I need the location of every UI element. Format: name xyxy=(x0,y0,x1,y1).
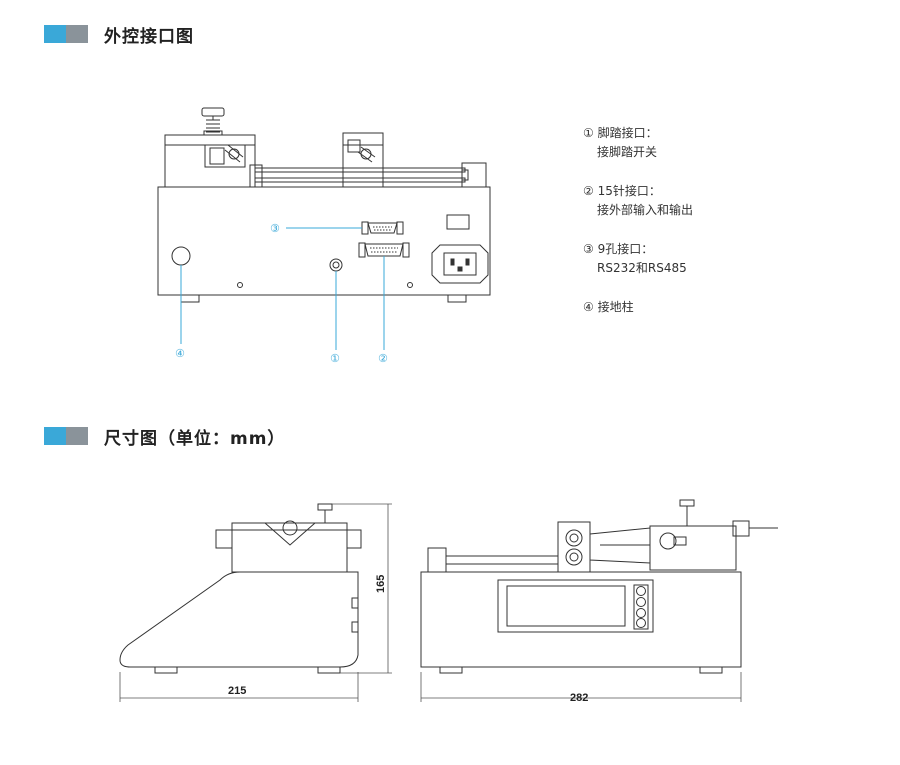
legend-title: 接地柱 xyxy=(597,300,634,314)
legend-num: ① xyxy=(583,126,594,140)
dimension-lines xyxy=(420,672,742,702)
front-view-drawing xyxy=(420,499,778,674)
callout-2: ② xyxy=(378,352,388,365)
dimension-depth: 215 xyxy=(228,685,246,697)
legend-desc: RS232和RS485 xyxy=(597,261,687,275)
callout-4: ④ xyxy=(175,347,185,360)
dimension-height: 165 xyxy=(375,575,387,593)
legend-title: 脚踏接口： xyxy=(597,126,658,140)
legend-desc: 接脚踏开关 xyxy=(597,145,658,159)
interface-legend: ① 脚踏接口： 接脚踏开关 ② 15针接口： 接外部输入和输出 ③ 9孔接口： … xyxy=(583,124,693,337)
legend-num: ④ xyxy=(583,300,594,314)
header-accent-bar xyxy=(44,427,88,445)
dimension-lines xyxy=(119,503,392,702)
legend-item-footswitch: ① 脚踏接口： 接脚踏开关 xyxy=(583,124,693,162)
legend-item-ground: ④ 接地柱 xyxy=(583,298,693,317)
section-header-interfaces: 外控接口图 xyxy=(44,23,194,47)
legend-num: ② xyxy=(583,184,594,198)
callout-1: ① xyxy=(330,352,340,365)
legend-title: 9孔接口： xyxy=(597,242,654,256)
dimension-width: 282 xyxy=(570,692,588,704)
legend-num: ③ xyxy=(583,242,594,256)
legend-desc: 接外部输入和输出 xyxy=(597,203,694,217)
legend-item-15pin: ② 15针接口： 接外部输入和输出 xyxy=(583,182,693,220)
header-accent-bar xyxy=(44,25,88,43)
side-view-drawing xyxy=(119,503,362,674)
legend-item-9pin: ③ 9孔接口： RS232和RS485 xyxy=(583,240,693,278)
section-title-dimensions: 尺寸图（单位：mm） xyxy=(104,428,286,449)
section-title-interfaces: 外控接口图 xyxy=(104,26,194,47)
callout-3: ③ xyxy=(270,222,280,235)
callout-leaders xyxy=(180,227,385,350)
rear-view-drawing xyxy=(157,107,491,303)
section-header-dimensions: 尺寸图（单位：mm） xyxy=(44,425,286,449)
legend-title: 15针接口： xyxy=(597,184,661,198)
